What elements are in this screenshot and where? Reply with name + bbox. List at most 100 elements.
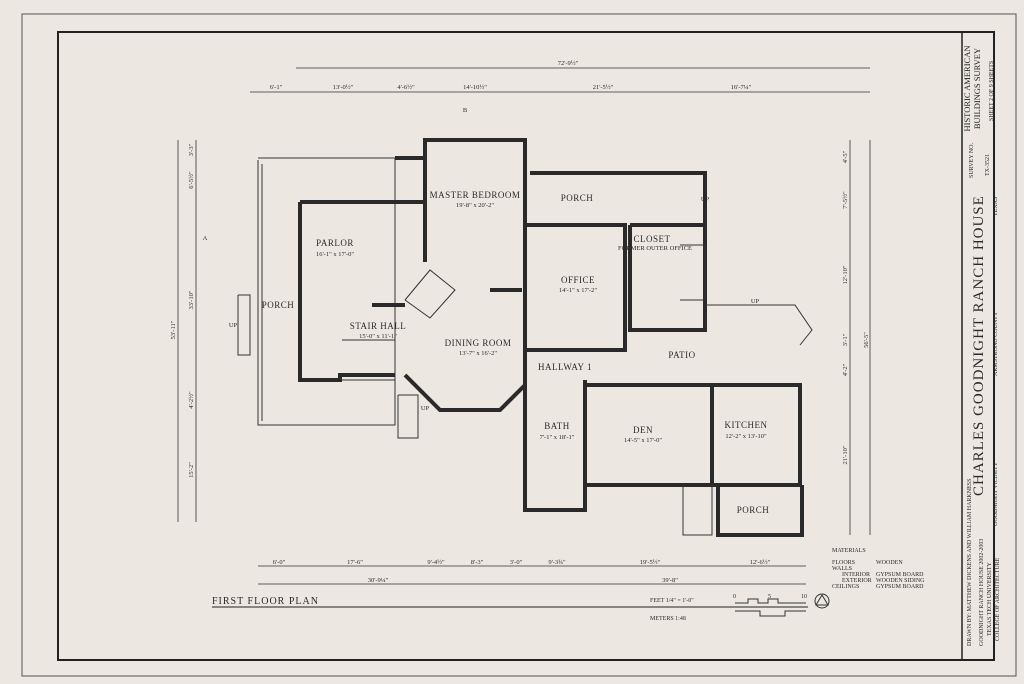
section-mark-a: A: [203, 235, 208, 242]
sheet-number: SHEET 2 OF 9 SHEETS: [989, 61, 995, 121]
up-label-north: UP: [701, 196, 710, 203]
up-label-south: UP: [421, 405, 430, 412]
dim-left-2: 33'-10": [188, 290, 195, 309]
dim-left-total: 53'-11": [170, 320, 177, 339]
material-value: WOODEN SIDING: [876, 578, 925, 584]
materials-legend: MATERIALS FLOORS WOODEN WALLS INTERIOR G…: [832, 548, 925, 590]
dim-top-0: 6'-1": [270, 84, 283, 91]
north-arrow-icon: [814, 593, 830, 609]
title-block: DRAWN BY: MATTHEW DICKENS AND WILLIAM HA…: [963, 45, 1001, 646]
room-bath: BATH: [544, 421, 570, 431]
material-label: WALLS: [832, 566, 852, 572]
materials-heading: MATERIALS: [832, 548, 866, 554]
dim-bottom-4: 3'-0": [510, 559, 523, 566]
dim-left-1: 6'-5½": [188, 171, 195, 189]
dim-bottom-0: 6'-0": [273, 559, 286, 566]
scale-feet: FEET 1/4" = 1'-0": [650, 598, 694, 604]
dim-bottom-3: 8'-3": [471, 559, 484, 566]
college: COLLEGE OF ARCHITECTURE: [995, 557, 1001, 641]
dim-bottom-7: 12'-6½": [750, 559, 771, 566]
dim-right-4: 4'-2": [842, 363, 849, 376]
drawing-title: CHARLES GOODNIGHT RANCH HOUSE: [971, 195, 987, 496]
bottom-dimensions: 6'-0" 17'-6" 9'-4½" 8'-3" 3'-0" 9'-3¾" 1…: [258, 559, 806, 585]
room-master-bedroom-size: 19'-8" x 20'-2": [456, 202, 494, 209]
scale-bar: 0 5 10: [733, 594, 807, 617]
room-porch-south: PORCH: [737, 505, 770, 515]
dim-top-1: 13'-0½": [333, 84, 354, 91]
room-master-bedroom: MASTER BEDROOM: [430, 190, 521, 200]
dim-bottom-6: 19'-5½": [640, 559, 661, 566]
survey-label: SURVEY NO.: [969, 143, 975, 178]
plan-title: FIRST FLOOR PLAN: [212, 596, 319, 607]
room-den: DEN: [633, 425, 653, 435]
project-name: GOODNIGHT RANCH HOUSE 2002-2003: [979, 539, 985, 646]
university: TEXAS TECH UNIVERSITY: [987, 561, 993, 636]
room-parlor-size: 16'-1" x 17'-0": [316, 251, 354, 258]
dim-right-0: 4'-5": [842, 150, 849, 163]
dim-bottom-2: 9'-4½": [427, 559, 445, 566]
material-value: WOODEN: [876, 560, 903, 566]
agency-box: HISTORIC AMERICAN BUILDINGS SURVEY: [963, 45, 982, 132]
room-office-size: 14'-1" x 17'-2": [559, 287, 597, 294]
scale-tick: 10: [801, 594, 807, 600]
section-mark-b: B: [463, 107, 468, 114]
dim-right-3: 3'-1": [842, 333, 849, 346]
right-dimensions: 56'-5" 4'-5" 7'-5½" 12'-10" 3'-1" 4'-2" …: [842, 140, 871, 535]
scale-tick: 0: [733, 594, 736, 600]
dim-left-4: 15'-2": [188, 462, 195, 478]
room-bath-size: 7'-1" x 18'-1": [540, 434, 575, 441]
dim-bottom-1: 17'-6": [347, 559, 363, 566]
walls: [237, 138, 813, 537]
dim-right-total: 56'-5": [863, 332, 870, 348]
room-stair-hall-size: 15'-0" x 11'-1": [359, 333, 397, 340]
material-label: CEILINGS: [832, 584, 859, 590]
room-parlor: PARLOR: [316, 238, 354, 248]
dim-top-5: 16'-7¼": [731, 84, 752, 91]
stair-up-labels: UP UP UP UP: [229, 196, 760, 412]
material-value: GYPSUM BOARD: [876, 572, 924, 578]
left-dimensions: 53'-11" 3'-3" 6'-5½" 33'-10" 4'-2½" 15'-…: [170, 140, 197, 522]
room-patio: PATIO: [668, 350, 695, 360]
dim-top-2: 4'-6½": [397, 84, 415, 91]
dim-bottom-total-0: 30'-9¼": [368, 577, 389, 584]
material-label: FLOORS: [832, 560, 855, 566]
material-value: GYPSUM BOARD: [876, 584, 924, 590]
agency: HISTORIC AMERICAN BUILDINGS SURVEY: [963, 45, 982, 132]
up-label-east: UP: [751, 298, 760, 305]
state: TEXAS: [993, 197, 999, 216]
room-closet: CLOSET: [633, 234, 670, 244]
dim-top-3: 14'-10½": [463, 84, 487, 91]
survey-number: TX-3521: [985, 154, 991, 176]
dim-left-0: 3'-3": [188, 143, 195, 156]
dim-right-1: 7'-5½": [842, 191, 849, 209]
room-labels: MASTER BEDROOM 19'-8" x 20'-2" PARLOR 16…: [262, 190, 770, 515]
north-arrow-glyph-icon: [815, 594, 829, 606]
room-dining-room-size: 13'-7" x 16'-2": [459, 350, 497, 357]
material-label: INTERIOR: [842, 572, 870, 578]
dim-right-2: 12'-10": [842, 265, 849, 284]
location: GOODNIGHT VICINITY: [993, 461, 999, 526]
room-stair-hall: STAIR HALL: [350, 321, 407, 331]
dim-left-3: 4'-2½": [188, 391, 195, 409]
room-kitchen: KITCHEN: [725, 420, 768, 430]
up-label-west: UP: [229, 322, 238, 329]
room-porch-west: PORCH: [262, 300, 295, 310]
room-dining-room: DINING ROOM: [445, 338, 512, 348]
drawn-by: DRAWN BY: MATTHEW DICKENS AND WILLIAM HA…: [967, 479, 973, 646]
county: ARMSTRONG COUNTY: [993, 311, 999, 376]
material-label: EXTERIOR: [842, 578, 872, 584]
room-den-size: 14'-5" x 17'-0": [624, 437, 662, 444]
room-kitchen-size: 12'-2" x 13'-10": [725, 433, 767, 440]
room-porch-north: PORCH: [561, 193, 594, 203]
outer-border: [21, 13, 1017, 677]
dim-top-4: 21'-5½": [593, 84, 614, 91]
scale-tick: 5: [768, 594, 771, 600]
top-dimensions: 72'-9½" 6'-1" 13'-0½" 4'-6½" 14'-10½" 21…: [250, 60, 870, 93]
dim-right-5: 21'-10": [842, 445, 849, 464]
section-markers: A B: [203, 107, 468, 242]
inner-border: [57, 31, 995, 661]
dim-bottom-total-1: 39'-8": [662, 577, 678, 584]
scale-meters: METERS 1:48: [650, 616, 686, 622]
room-hallway-1: HALLWAY 1: [538, 362, 592, 372]
